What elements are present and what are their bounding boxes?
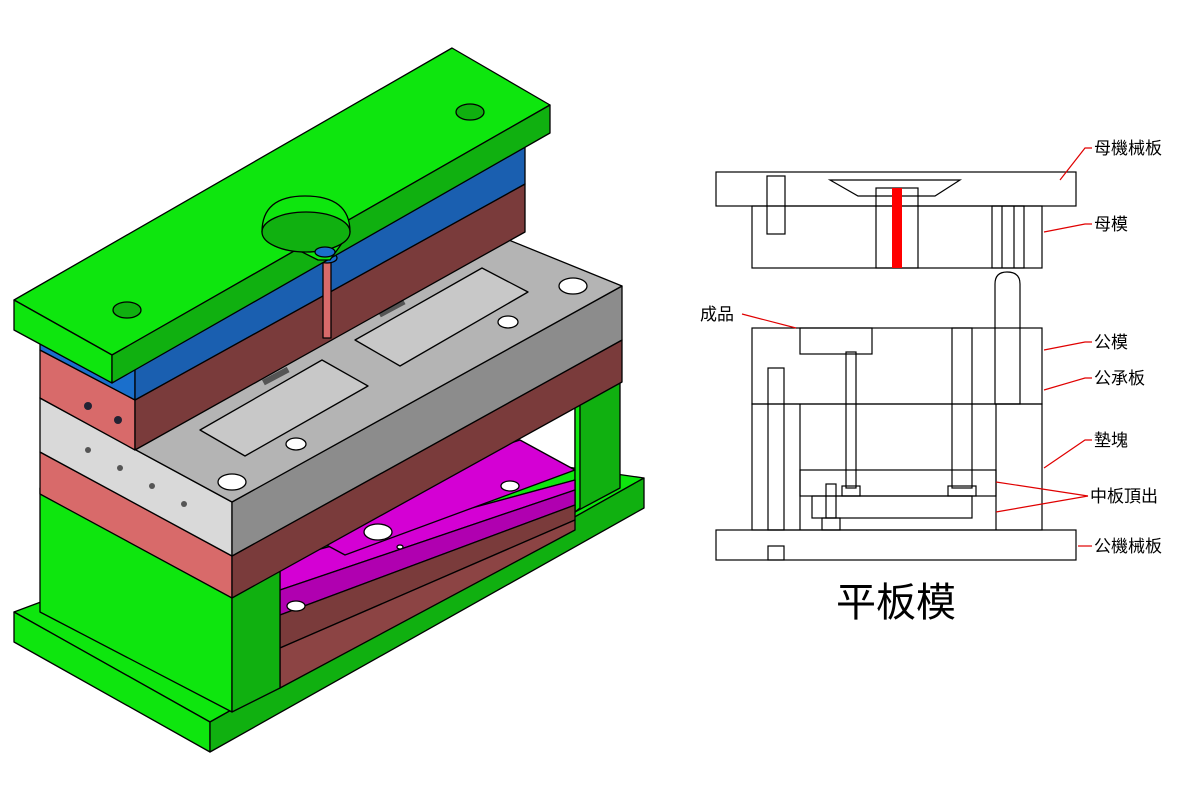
section-core-plate [751,327,1043,405]
leader-lines [741,147,1092,547]
label-middle-ejection: 中板頂出 [1090,487,1158,507]
cross-section-view [715,147,1092,561]
iso-spacer-block-right [574,377,621,513]
iso-core-plate [39,207,623,557]
iso-ejector-plate [279,439,576,689]
iso-fixed-clamp-plate [13,47,551,384]
isometric-mold-view [13,47,645,753]
section-sprue [892,188,902,268]
labels: 母機械板 母模 成品 公模 公承板 墊塊 中板頂出 公機械板 平板模 [700,139,1162,626]
section-moving-clamp-plate [715,529,1077,561]
diagram-title: 平板模 [836,580,956,626]
label-core-plate: 公模 [1094,333,1128,353]
label-fixed-clamp-plate: 母機械板 [1094,139,1162,159]
label-cavity-plate: 母模 [1094,215,1128,235]
label-moving-clamp-plate: 公機械板 [1094,537,1162,557]
label-product: 成品 [700,305,734,325]
label-support-plate: 公承板 [1094,369,1145,389]
label-spacer-block: 墊塊 [1094,431,1128,451]
section-product [799,327,873,355]
